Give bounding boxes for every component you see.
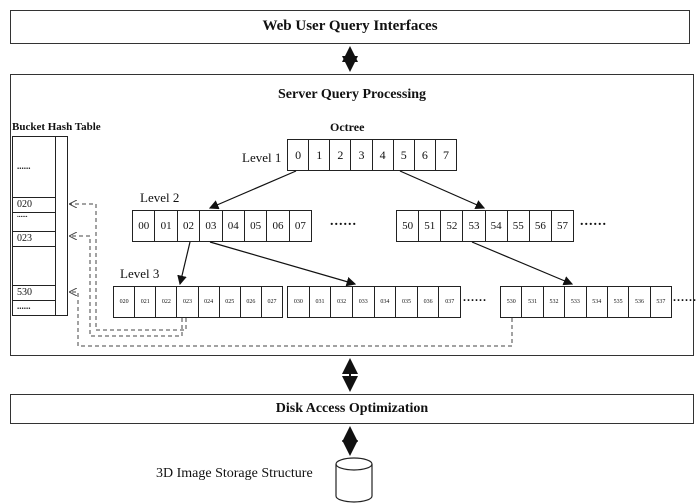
level-3-node-021: 021 [134,287,155,317]
level-3-node-030: 030 [293,299,303,305]
level-3-node-036: 036 [416,287,439,317]
dashed-link-530 [70,292,513,347]
level-3-node-027: 027 [260,287,282,317]
disk-access-optimization-title: Disk Access Optimization [275,401,429,416]
hash-ellipsis-top: ...... [17,161,31,171]
octree-title: Octree [330,120,365,134]
level-3-node-023: 023 [176,287,197,317]
level-2-node-56: 56 [528,211,551,241]
level-3-label: Level 3 [120,266,160,281]
level-3-node-537: 537 [649,287,671,317]
arrow-l1-to-l2a [208,170,297,210]
level-1-label: Level 1 [242,150,282,165]
level-2-node-04: 04 [221,211,244,241]
level-2-ellipsis-b: ...... [580,214,607,229]
arrow-l2-03-to-l3b [209,241,357,287]
level-3-node-035: 035 [395,287,417,317]
level-2-node-03: 03 [199,211,221,241]
hash-entry-023: 023 [13,231,55,247]
level-2-node-00: 00 [138,220,150,232]
level-3-node-022: 022 [155,287,176,317]
level-3-node-531: 531 [521,287,542,317]
dashed-link-020 [70,204,187,331]
arrow-l2-02-to-l3a [177,241,191,286]
level-1-node-7: 7 [434,140,456,170]
arrow-l2-53-to-l3c [471,241,574,286]
server-query-processing-title: Server Query Processing [277,87,426,102]
bucket-hash-table-title: Bucket Hash Table [12,121,101,133]
level-3-node-534: 534 [585,287,607,317]
level-3-node-530: 530 [506,299,516,305]
level-2-node-57: 57 [550,211,573,241]
level-2-node-54: 54 [484,211,507,241]
level-2-ellipsis-a: ...... [330,214,357,229]
level-2-node-02: 02 [176,211,199,241]
level-3-node-033: 033 [351,287,374,317]
level-2-node-51: 51 [418,211,440,241]
level-2-node-55: 55 [506,211,529,241]
level-1-node-0: 0 [295,147,302,162]
hash-entry-020: 020 [13,197,55,213]
hash-entry-530: 530 [13,285,55,301]
hash-table-right-column [55,137,56,315]
level-1-node-4: 4 [371,140,393,170]
level-3-node-020: 020 [119,299,129,305]
storage-structure-label: 3D Image Storage Structure [156,466,313,481]
level-2-node-05: 05 [243,211,266,241]
level-1-node-6: 6 [413,140,435,170]
level-1-node-2: 2 [329,140,350,170]
web-user-query-interfaces-box: Web User Query Interfaces [10,10,690,44]
level-3-node-025: 025 [218,287,240,317]
level-3-node-024: 024 [197,287,219,317]
level-3-node-026: 026 [239,287,261,317]
level-2-node-07: 07 [288,211,311,241]
level-2-label: Level 2 [140,190,180,205]
level-2-node-53: 53 [462,211,484,241]
level-3-node-032: 032 [330,287,352,317]
level-2-node-52: 52 [440,211,462,241]
level-2-node-01: 01 [154,211,176,241]
arrow-l1-to-l2b [399,170,486,210]
disk-access-optimization-box: Disk Access Optimization [10,394,694,424]
level-1-node-5: 5 [392,140,414,170]
hash-ellipsis-mid: ...... [17,211,28,219]
level-1-node-1: 1 [308,140,329,170]
level-3-node-532: 532 [542,287,564,317]
level-3-node-031: 031 [308,287,331,317]
web-user-query-interfaces-title: Web User Query Interfaces [262,18,438,34]
level-2-node-06: 06 [266,211,288,241]
bucket-hash-table: ...... 020 ...... 023 530 ...... [12,136,68,316]
level-3-ellipsis-a: ...... [463,290,487,304]
level-3-node-037: 037 [438,287,460,317]
database-cylinder-icon [335,457,373,503]
level-1-node-3: 3 [350,140,371,170]
level-3-ellipsis-b: ...... [673,290,696,304]
dashed-link-023 [70,236,183,337]
level-3-node-535: 535 [606,287,628,317]
level-3-node-536: 536 [628,287,649,317]
level-3-node-533: 533 [564,287,585,317]
level-3-node-034: 034 [373,287,396,317]
hash-ellipsis-bottom: ...... [17,301,31,311]
level-2-node-50: 50 [402,220,414,232]
